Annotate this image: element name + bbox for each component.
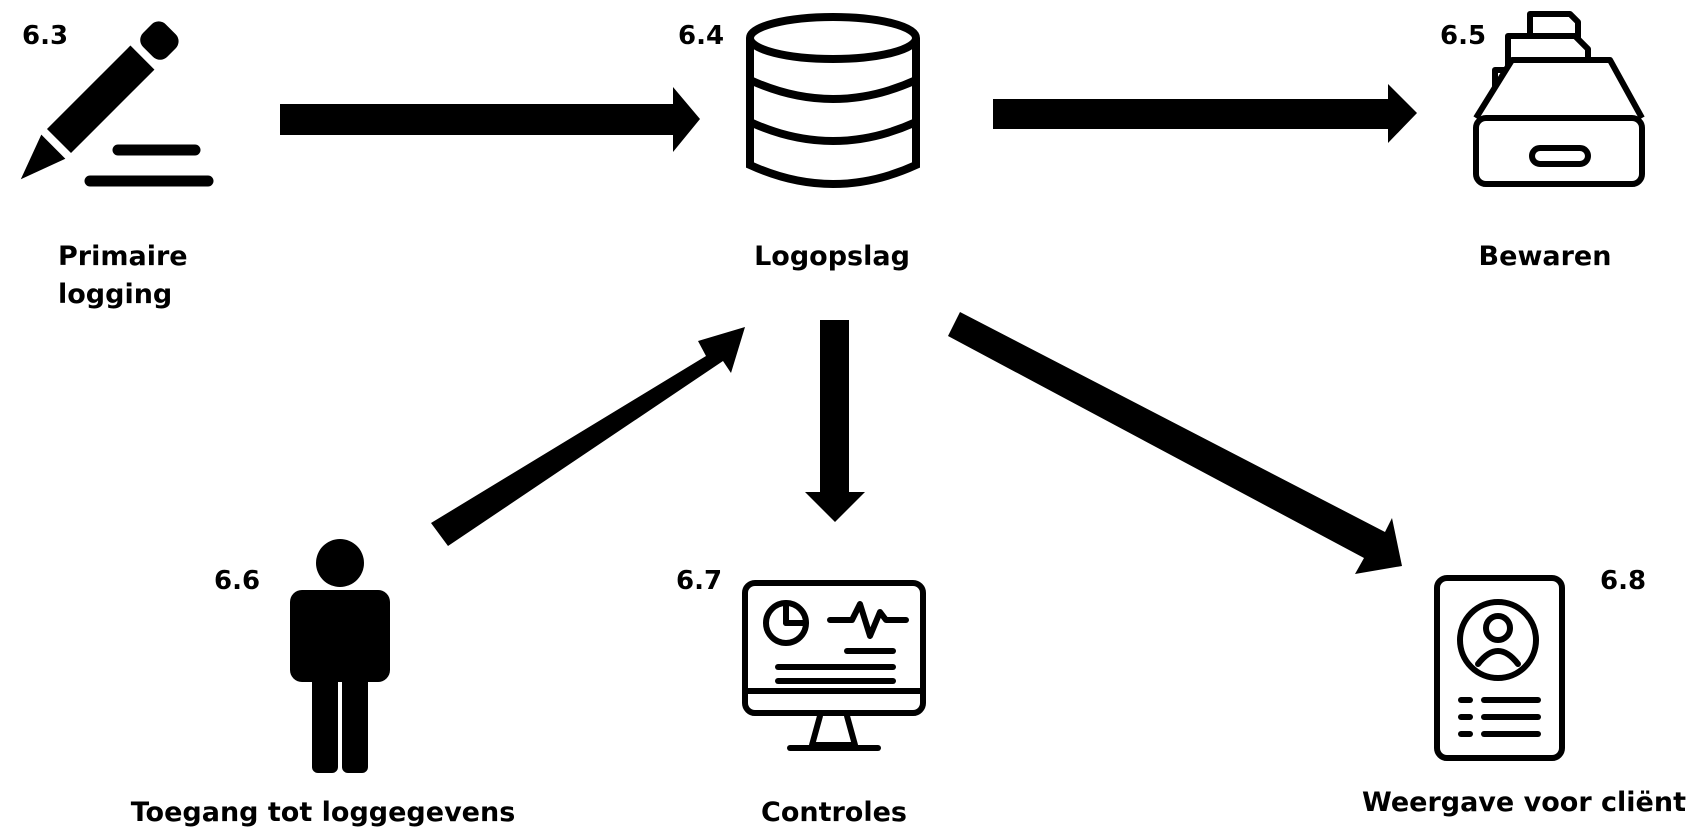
database-icon xyxy=(746,13,920,188)
pencil-icon xyxy=(20,21,214,187)
step-number-6-7: 6.7 xyxy=(676,566,723,596)
step-number-6-4: 6.4 xyxy=(678,21,725,51)
label-controles: Controles xyxy=(761,797,907,828)
arrow-6-4-to-6-7 xyxy=(805,320,865,522)
label-primaire-logging-line-1: Primaire xyxy=(58,241,188,272)
label-toegang-tot-loggegevens: Toegang tot loggegevens xyxy=(130,797,516,828)
arrow-6-4-to-6-8 xyxy=(948,312,1402,574)
arrow-6-6-to-6-4 xyxy=(431,327,745,546)
label-primaire-logging: Primaire logging xyxy=(58,238,188,314)
archive-tray-icon xyxy=(1473,11,1645,187)
profile-card-icon xyxy=(1434,575,1565,761)
label-weergave-voor-client: Weergave voor cliënt xyxy=(1362,787,1686,818)
label-bewaren: Bewaren xyxy=(1478,241,1612,272)
arrow-6-4-to-6-5 xyxy=(993,84,1417,143)
step-number-6-6: 6.6 xyxy=(214,566,261,596)
label-logopslag: Logopslag xyxy=(754,241,910,272)
step-number-6-5: 6.5 xyxy=(1440,21,1487,51)
step-number-6-8: 6.8 xyxy=(1600,566,1647,596)
person-icon xyxy=(290,539,390,773)
step-number-6-3: 6.3 xyxy=(22,21,69,51)
arrow-6-3-to-6-4 xyxy=(280,87,700,152)
label-primaire-logging-line-2: logging xyxy=(58,279,173,310)
monitor-dashboard-icon xyxy=(742,580,926,751)
